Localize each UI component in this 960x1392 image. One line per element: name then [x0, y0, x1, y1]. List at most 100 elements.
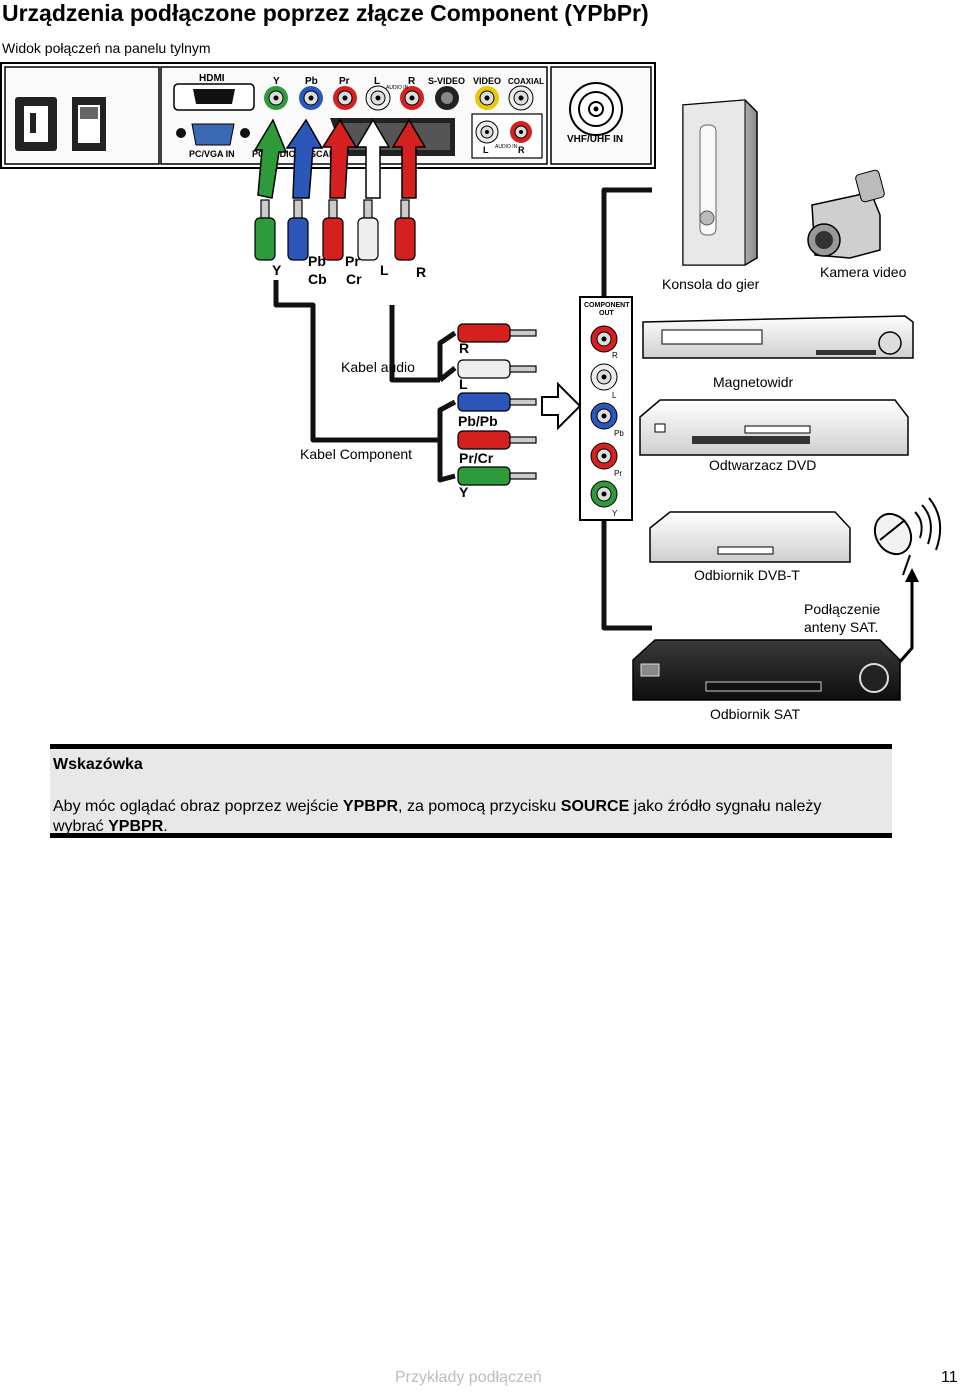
hdmi-port-icon	[173, 83, 255, 111]
antenna-label-line1: Podłączenie	[804, 601, 881, 617]
coaxial-label: COAXIAL	[508, 77, 544, 86]
sat-receiver-icon	[632, 639, 901, 701]
tip-box: Wskazówka Aby móc oglądać obraz poprzez …	[50, 744, 892, 838]
hplug-y-icon	[457, 466, 537, 486]
out-pb-label: Pb	[614, 429, 624, 438]
panel-pb-label: Pb	[305, 76, 318, 87]
plug-y-label: Y	[272, 262, 282, 278]
plug-pr-label: Pr	[345, 253, 360, 269]
out-y-label: Y	[612, 509, 618, 518]
power-socket-icon	[15, 97, 57, 151]
antenna-label-line2: anteny SAT.	[804, 619, 879, 635]
vcr-icon	[642, 315, 914, 359]
scart-label: SCART	[310, 149, 342, 159]
cable-plug-l-label: L	[459, 376, 468, 392]
component-out-panel: COMPONENT OUT R L Pb Pr Y	[579, 296, 633, 521]
vhf-uhf-label: VHF/UHF IN	[567, 134, 623, 145]
arrow-r-icon	[391, 118, 427, 199]
hplug-l-icon	[457, 359, 537, 379]
jack-audio-r-icon	[400, 86, 424, 110]
cable-plug-y-label: Y	[459, 484, 469, 500]
out-jack-pb-icon	[590, 402, 618, 430]
plug-l-icon	[357, 199, 379, 261]
svideo-port-icon	[435, 86, 459, 110]
plug-pb-icon	[287, 199, 309, 261]
out-jack-pr-icon	[590, 442, 618, 470]
panel-audio-in-label: AUDIO IN	[386, 85, 409, 91]
plug-y-icon	[254, 199, 276, 261]
cables	[273, 187, 652, 631]
cable-plug-pr-label: Pr/Cr	[459, 450, 494, 466]
dvd-label: Odtwarzacz DVD	[709, 457, 817, 473]
horizontal-plugs: R L Pb/Pb Pr/Cr Y	[457, 323, 537, 500]
footer-section-title: Przykłady podłączeń	[395, 1369, 542, 1386]
plug-r-label: R	[416, 264, 426, 280]
out-pr-label: Pr	[614, 469, 622, 478]
page-title: Urządzenia podłączone poprzez złącze Com…	[2, 0, 649, 26]
antenna-port-icon	[569, 82, 623, 136]
plug-l-label: L	[380, 262, 389, 278]
video-label: VIDEO	[473, 76, 501, 86]
power-switch-icon	[72, 97, 106, 151]
antenna-cable	[896, 568, 919, 665]
svideo-label: S-VIDEO	[428, 76, 465, 86]
vcr-label: Magnetowidr	[713, 374, 794, 390]
plug-cb-label: Cb	[308, 271, 327, 287]
tip-heading: Wskazówka	[53, 756, 143, 773]
hdmi-label: HDMI	[199, 73, 225, 84]
video-camera-icon	[807, 169, 885, 259]
arrow-l-icon	[355, 118, 391, 199]
arrow-pr-icon	[321, 118, 358, 199]
console-label: Konsola do gier	[662, 276, 760, 292]
jack-pb-icon	[299, 86, 323, 110]
camera-label: Kamera video	[820, 264, 907, 280]
hplug-r-icon	[457, 323, 537, 343]
connection-diagram: HDMI PC/VGA IN PC AUDIO IN SCART Y Pb Pr…	[0, 62, 942, 701]
panel-audio-l-label: L	[374, 76, 380, 87]
tip-text: Aby móc oglądać obraz poprzez wejście YP…	[53, 797, 873, 837]
vertical-plugs: Y Pb Cb Pr Cr L R	[254, 199, 426, 287]
panel-audio2-r-label: R	[518, 145, 525, 155]
hplug-pr-icon	[457, 430, 537, 450]
sat-label: Odbiornik SAT	[710, 706, 800, 722]
component-out-title-2: OUT	[599, 310, 615, 317]
tip-text-part3: jako źródło sygnału należy wybrać	[53, 798, 822, 835]
plug-pr-icon	[322, 199, 344, 261]
jack-audio-l-icon	[365, 85, 391, 111]
vga-port-icon	[176, 123, 250, 146]
panel-audio2-in-label: AUDIO IN	[495, 144, 518, 150]
dvb-t-receiver-icon	[649, 511, 851, 563]
out-l-label: L	[612, 391, 617, 400]
dvbt-label: Odbiornik DVB-T	[694, 567, 800, 583]
out-jack-r-icon	[590, 325, 618, 353]
satellite-dish-icon	[873, 497, 942, 576]
connection-arrows	[253, 118, 427, 199]
direction-arrow-icon	[541, 381, 582, 431]
panel-audio2-l-label: L	[483, 145, 489, 155]
tip-text-part2: , za pomocą przycisku	[398, 798, 561, 815]
jack-audio2-r-icon	[510, 121, 532, 143]
page-subtitle: Widok połączeń na panelu tylnym	[2, 40, 211, 56]
jack-video-icon	[475, 86, 499, 110]
panel-audio-r-label: R	[408, 76, 416, 87]
panel-pr-label: Pr	[339, 76, 350, 87]
jack-y-icon	[264, 86, 288, 110]
tip-bold-source: SOURCE	[560, 798, 630, 815]
jack-coaxial-icon	[508, 85, 534, 111]
game-console-icon	[682, 99, 758, 266]
plug-cr-label: Cr	[346, 271, 362, 287]
tip-bold-ypbpr-1: YPBPR	[342, 798, 399, 815]
pc-audio-label: PC AUDIO IN	[252, 149, 307, 159]
component-out-title-1: COMPONENT	[584, 302, 630, 309]
tip-text-part1: Aby móc oglądać obraz poprzez wejście	[53, 798, 343, 815]
jack-audio2-l-icon	[475, 120, 499, 144]
plug-pb-label: Pb	[308, 253, 326, 269]
cable-plug-pb-label: Pb/Pb	[458, 413, 498, 429]
rear-panel: HDMI PC/VGA IN PC AUDIO IN SCART Y Pb Pr…	[0, 62, 656, 169]
component-cable-label: Kabel Component	[300, 446, 413, 462]
cable-plug-r-label: R	[459, 340, 469, 356]
hplug-pb-icon	[457, 392, 537, 412]
page-number: 11	[941, 1369, 958, 1386]
arrow-pb-icon	[285, 118, 324, 199]
tip-bold-ypbpr-2: YPBPR	[108, 818, 164, 835]
